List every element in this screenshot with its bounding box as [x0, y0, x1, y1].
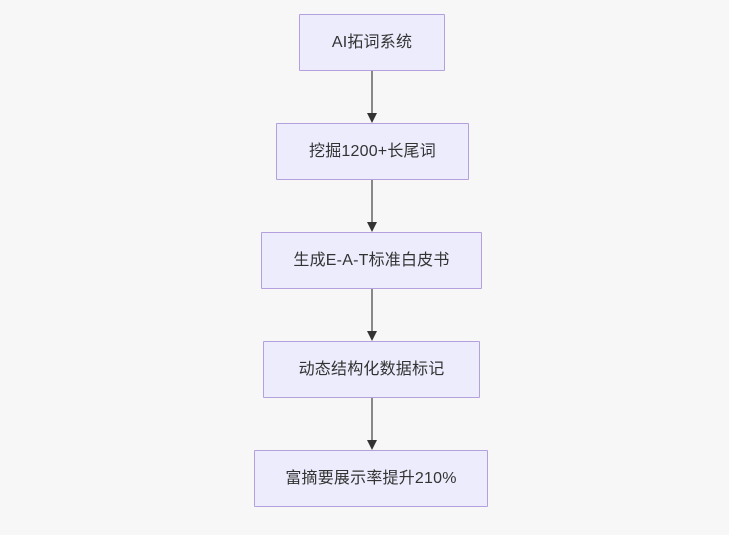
arrow-connector-icon: [367, 180, 377, 232]
flow-node-label: AI拓词系统: [331, 33, 413, 51]
flow-node-generate-eat-whitepaper[interactable]: 生成E-A-T标准白皮书: [261, 232, 482, 289]
edge-node1-to-node2: [366, 71, 378, 123]
flow-node-rich-snippet-impression-lift[interactable]: 富摘要展示率提升210%: [254, 450, 488, 507]
flow-node-label: 生成E-A-T标准白皮书: [293, 251, 450, 269]
flow-node-dynamic-structured-data-markup[interactable]: 动态结构化数据标记: [263, 341, 480, 398]
edge-node3-to-node4: [366, 289, 378, 341]
arrow-connector-icon: [367, 398, 377, 450]
flow-node-label: 挖掘1200+长尾词: [309, 142, 436, 160]
flow-node-mine-longtail-keywords[interactable]: 挖掘1200+长尾词: [276, 123, 469, 180]
flow-node-ai-keyword-system[interactable]: AI拓词系统: [299, 14, 445, 71]
arrow-connector-icon: [367, 289, 377, 341]
flow-node-label: 动态结构化数据标记: [298, 360, 445, 378]
edge-node2-to-node3: [366, 180, 378, 232]
flow-node-label: 富摘要展示率提升210%: [285, 469, 457, 487]
arrow-connector-icon: [367, 71, 377, 123]
edge-node4-to-node5: [366, 398, 378, 450]
